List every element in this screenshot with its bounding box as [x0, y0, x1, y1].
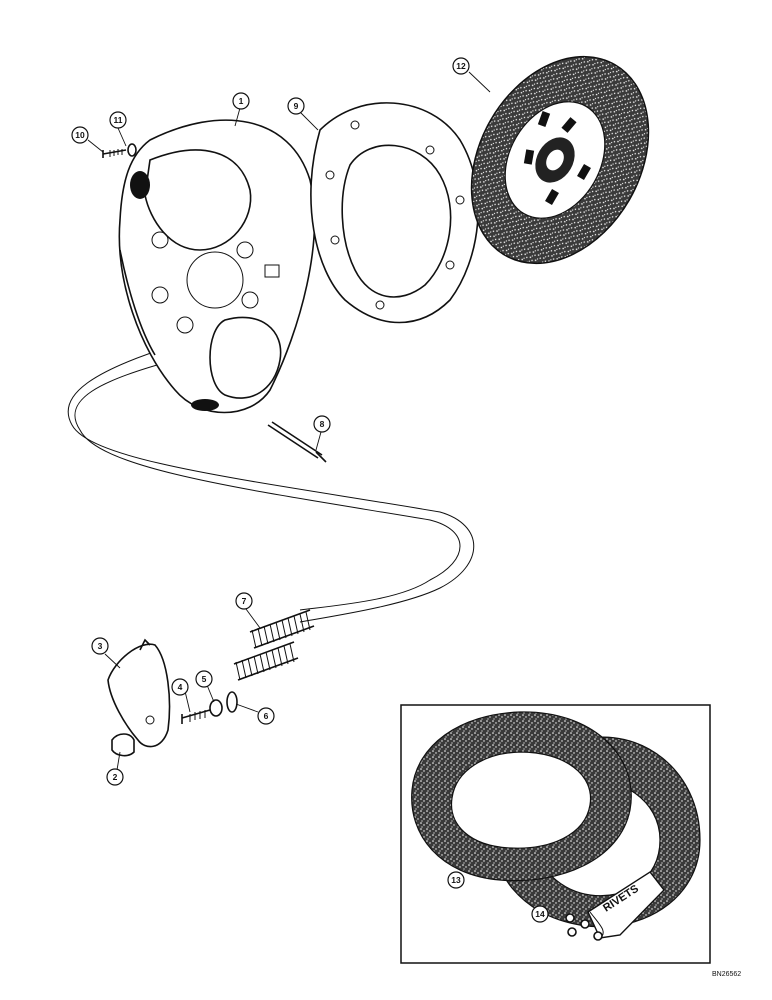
callout-13: 13 — [447, 871, 465, 889]
svg-text:11: 11 — [114, 115, 123, 125]
svg-text:1: 1 — [239, 96, 244, 106]
callout-10: 10 — [71, 126, 89, 144]
loose-rivets — [565, 913, 603, 941]
spring-part-7 — [233, 609, 315, 681]
drawing-number: BN26562 — [712, 971, 741, 978]
svg-text:6: 6 — [264, 711, 269, 721]
pressure-plate-part-9 — [310, 102, 479, 324]
svg-text:8: 8 — [320, 419, 325, 429]
svg-text:4: 4 — [178, 682, 183, 692]
callout-9: 9 — [287, 97, 305, 115]
bolt-part-4 — [181, 709, 211, 724]
callout-14: 14 — [531, 905, 549, 923]
callout-8: 8 — [313, 415, 331, 433]
callout-6: 6 — [257, 707, 275, 725]
svg-text:2: 2 — [113, 772, 118, 782]
callout-12: 12 — [452, 57, 470, 75]
bolt-part-10 — [102, 149, 127, 158]
assembly-path-line — [74, 359, 461, 611]
svg-text:14: 14 — [535, 909, 545, 919]
svg-text:10: 10 — [75, 130, 85, 140]
assembly-path-line-2 — [67, 344, 475, 623]
svg-text:5: 5 — [202, 674, 207, 684]
callout-2: 2 — [106, 768, 124, 786]
callout-4: 4 — [171, 678, 189, 696]
washer-part-11 — [127, 143, 137, 157]
release-lever-part-3 — [107, 638, 171, 748]
callout-5: 5 — [195, 670, 213, 688]
callout-11: 11 — [109, 111, 127, 129]
svg-text:3: 3 — [98, 641, 103, 651]
svg-text:7: 7 — [242, 596, 247, 606]
leader-lines — [87, 71, 561, 914]
callout-1: 1 — [232, 92, 250, 110]
pin-part-8 — [267, 421, 327, 463]
facing-ring-front — [411, 711, 632, 882]
inset-panel: RIVETS — [400, 704, 711, 964]
callout-3: 3 — [91, 637, 109, 655]
svg-text:12: 12 — [456, 61, 466, 71]
svg-text:9: 9 — [294, 101, 299, 111]
clutch-disc-part-12 — [470, 55, 650, 265]
svg-text:13: 13 — [451, 875, 461, 885]
clutch-cover-part-1 — [118, 119, 316, 414]
nut-part-5 — [209, 699, 223, 717]
clip-part-2 — [111, 733, 135, 757]
callout-7: 7 — [235, 592, 253, 610]
washer-part-6 — [226, 691, 238, 713]
